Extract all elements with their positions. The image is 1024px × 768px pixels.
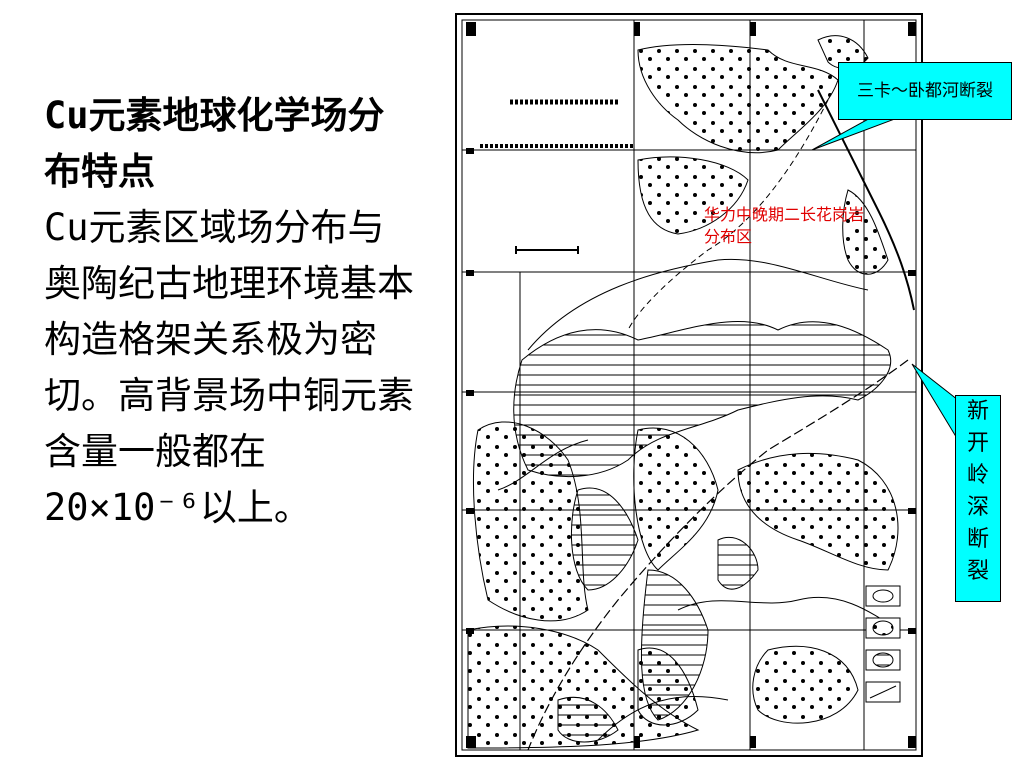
callout-right-pointer: [911, 363, 959, 442]
fault-callout-right: 新开岭深断裂: [955, 395, 1001, 602]
vertical-char: 开: [966, 431, 989, 456]
callout-top-pointer: [811, 116, 901, 151]
slide-heading: Cu元素地球化学场分布特点: [44, 94, 385, 193]
fault-callout-right-text: 新开岭深断裂: [956, 396, 1000, 588]
granite-boundary: [627, 99, 829, 331]
map-legend: [865, 585, 901, 703]
map-inner-frame: [461, 19, 917, 751]
map-contours: [497, 258, 899, 741]
vertical-char: 断: [966, 527, 989, 552]
slide-body-text: Cu元素区域场分布与奥陶纪古地理环境基本构造格架关系极为密切。高背景场中铜元素含…: [44, 206, 414, 529]
fault-xinkailing: [527, 359, 909, 751]
slide-text-panel: Cu元素地球化学场分布特点 Cu元素区域场分布与奥陶纪古地理环境基本构造格架关系…: [44, 88, 419, 536]
vertical-char: 新: [966, 399, 989, 424]
granite-annotation: 华力中晚期二长花岗岩分布区: [704, 205, 865, 246]
fault-callout-top: 三卡～卧都河断裂: [838, 62, 1012, 120]
vertical-char: 岭: [966, 463, 989, 488]
fault-sanka-wodu: [817, 89, 915, 311]
map-title-block: [480, 99, 634, 254]
vertical-char: 裂: [966, 559, 989, 584]
map-hatched-zones: [513, 320, 892, 743]
vertical-char: 深: [966, 495, 989, 520]
